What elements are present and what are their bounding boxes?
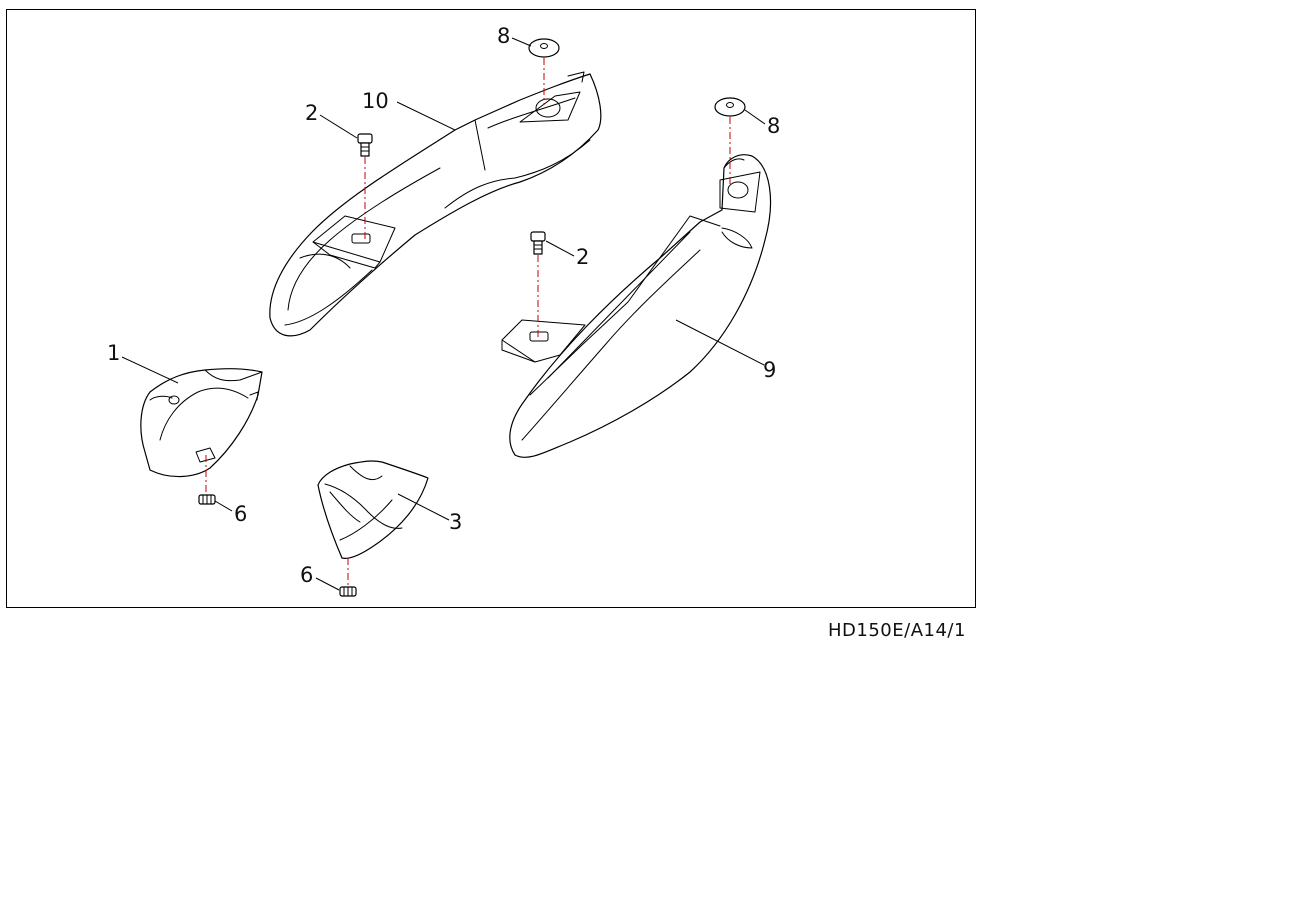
callout-6-middle: 6: [300, 563, 313, 587]
part-1-lower-cover: [140, 368, 263, 478]
callout-3: 3: [449, 510, 462, 534]
callout-6-left: 6: [234, 502, 247, 526]
callout-10: 10: [362, 89, 389, 113]
part-6-nut-left: [198, 494, 216, 505]
part-8-washer-right: [714, 97, 746, 117]
callout-1: 1: [107, 341, 120, 365]
part-3-lower-cover: [317, 460, 429, 559]
part-6-nut-middle: [339, 586, 357, 597]
callout-8-top: 8: [497, 24, 510, 48]
callout-2-left: 2: [305, 101, 318, 125]
leader-lines: [121, 37, 766, 591]
part-2-bolt-right: [530, 231, 546, 255]
callout-2-right: 2: [576, 245, 589, 269]
part-9-side-cover: [501, 154, 772, 458]
part-8-washer-top: [528, 38, 560, 58]
diagram-frame: [6, 9, 976, 608]
part-2-bolt-left: [357, 133, 373, 157]
callout-8-right: 8: [767, 114, 780, 138]
callout-9: 9: [763, 358, 776, 382]
drawing-code: HD150E/A14/1: [828, 620, 966, 641]
callouts: 10 8 2 8 2 9 1 6 3 6: [107, 24, 780, 587]
assembly-axes: [205, 58, 731, 586]
part-10-side-cover: [269, 71, 602, 337]
